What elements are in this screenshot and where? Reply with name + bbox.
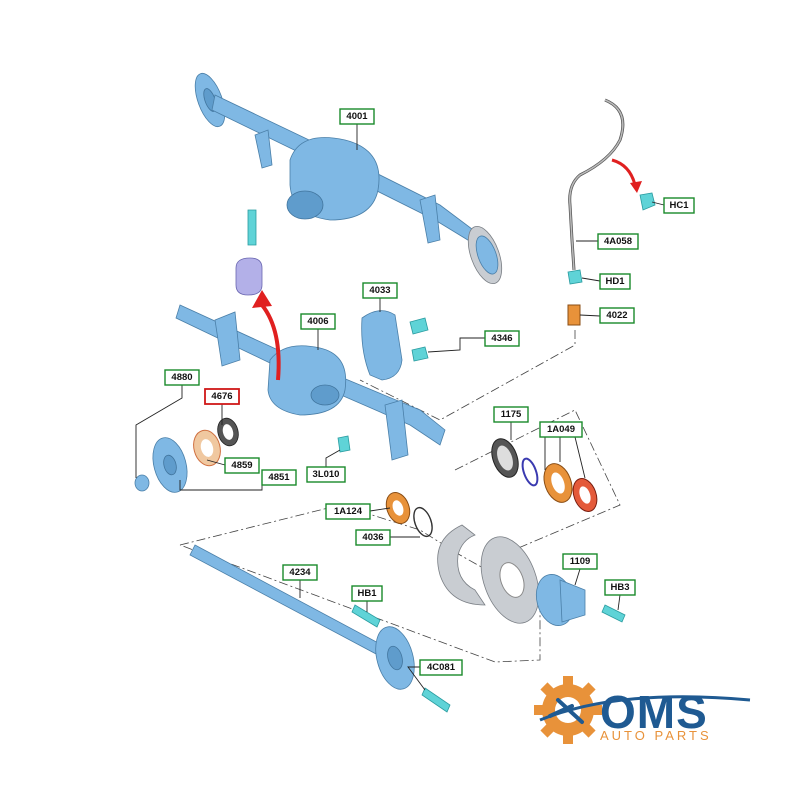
label-1a124[interactable]: 1A124 (325, 503, 371, 520)
label-4006[interactable]: 4006 (300, 313, 336, 330)
svg-text:3L010: 3L010 (313, 469, 340, 480)
label-4851[interactable]: 4851 (261, 469, 297, 486)
half-shaft (189, 544, 415, 690)
brake-disc-centre (499, 562, 525, 598)
svg-text:HB3: HB3 (610, 582, 629, 593)
svg-text:1A049: 1A049 (547, 424, 575, 435)
label-4880[interactable]: 4880 (164, 369, 200, 386)
svg-text:HC1: HC1 (669, 200, 689, 211)
label-3l010[interactable]: 3L010 (306, 466, 346, 483)
arrow-head (630, 181, 642, 193)
label-hc1[interactable]: HC1 (663, 197, 695, 214)
label-4033[interactable]: 4033 (362, 282, 398, 299)
arrow-red-curve (260, 303, 281, 381)
label-hb1[interactable]: HB1 (351, 585, 383, 602)
leader-lines (135, 124, 665, 691)
vent-3l010 (337, 435, 351, 453)
label-4001[interactable]: 4001 (339, 108, 375, 125)
svg-text:4036: 4036 (362, 532, 383, 543)
svg-text:4880: 4880 (171, 372, 192, 383)
seal-ring-group (385, 438, 598, 538)
svg-text:4234: 4234 (289, 567, 311, 578)
bolt-4c081 (421, 687, 451, 713)
svg-text:HB1: HB1 (357, 588, 377, 599)
left-hub-group (134, 417, 239, 493)
label-4859[interactable]: 4859 (224, 457, 260, 474)
wheel-hub-1109 (535, 574, 586, 626)
svg-text:1175: 1175 (501, 409, 522, 420)
cover-bolt (411, 346, 429, 362)
rear-axle-assembly (194, 72, 503, 284)
svg-text:HD1: HD1 (605, 276, 625, 287)
label-4676[interactable]: 4676 (204, 388, 240, 405)
label-4036[interactable]: 4036 (355, 529, 391, 546)
svg-text:4A058: 4A058 (604, 236, 632, 247)
label-4022[interactable]: 4022 (599, 307, 635, 324)
svg-text:4851: 4851 (268, 472, 290, 483)
label-4c081[interactable]: 4C081 (419, 659, 463, 676)
svg-text:4676: 4676 (211, 391, 232, 402)
part-labels: 4001 HC1 4A058 HD1 4022 4033 4006 4346 4… (164, 108, 695, 676)
mount-bush (235, 257, 263, 296)
union-hd1 (567, 269, 583, 285)
logo-name: OMS (600, 686, 708, 738)
label-1109[interactable]: 1109 (562, 553, 598, 570)
arrow-red (611, 158, 637, 186)
backing-plate (437, 524, 486, 606)
brake-pipe (568, 98, 625, 271)
svg-text:4033: 4033 (369, 285, 390, 296)
bolt-hb3 (601, 604, 626, 623)
union-hc1 (639, 192, 656, 211)
svg-text:4C081: 4C081 (427, 662, 456, 673)
axle-housing (175, 304, 446, 461)
fill-plug (409, 317, 429, 335)
svg-text:4006: 4006 (307, 316, 328, 327)
logo-tagline: AUTO PARTS (600, 728, 712, 743)
svg-text:4001: 4001 (346, 111, 368, 122)
svg-text:4346: 4346 (491, 333, 512, 344)
svg-text:4859: 4859 (231, 460, 252, 471)
oms-logo: OMS AUTO PARTS (534, 676, 751, 744)
stud-hb1 (351, 604, 381, 628)
bolt-top (247, 209, 257, 246)
label-1175[interactable]: 1175 (493, 406, 529, 423)
logo-swoosh (539, 695, 751, 722)
breather-4022 (567, 304, 581, 326)
svg-text:1A124: 1A124 (334, 506, 363, 517)
label-hb3[interactable]: HB3 (604, 579, 636, 596)
label-4a058[interactable]: 4A058 (597, 233, 639, 250)
diff-cover (361, 310, 403, 381)
label-4234[interactable]: 4234 (282, 564, 318, 581)
label-4346[interactable]: 4346 (484, 330, 520, 347)
label-hd1[interactable]: HD1 (599, 273, 631, 290)
arrow-head-2 (252, 290, 272, 308)
label-1a049[interactable]: 1A049 (539, 421, 583, 438)
svg-text:4022: 4022 (606, 310, 627, 321)
svg-text:1109: 1109 (570, 556, 591, 567)
